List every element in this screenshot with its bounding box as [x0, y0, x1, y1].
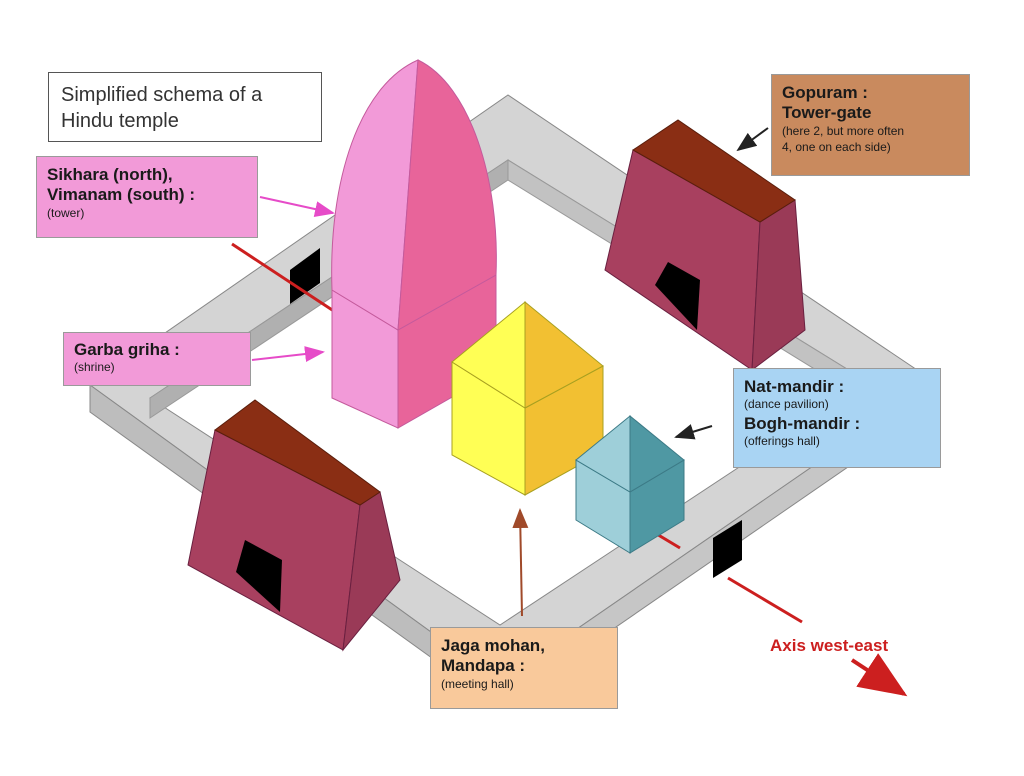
nat-mandir [575, 414, 685, 554]
gopuram-back [604, 119, 806, 372]
arrow-garba [251, 346, 325, 362]
axis-label: Axis west-east [770, 636, 889, 655]
jaga-line-2: Mandapa : [441, 656, 526, 676]
jaga-line-1: Jaga mohan, [441, 636, 545, 655]
label-sikhara: Sikhara (north), Vimanam (south) : (towe… [36, 156, 258, 238]
title-line-2: Hindu temple [61, 110, 179, 132]
label-nat-mandir: Nat-mandir : (dance pavilion) Bogh-mandi… [733, 368, 941, 468]
tower [331, 59, 497, 429]
garba-line-1: Garba griha : [74, 340, 180, 359]
wall-door-right [713, 520, 742, 578]
arrow-gopuram [736, 127, 769, 152]
diagram-title: Simplified schema of a Hindu temple [48, 72, 322, 142]
nat-line-1: Nat-mandir : [744, 377, 845, 396]
garba-note: (shrine) [74, 360, 115, 375]
nat-note-1: (dance pavilion) [744, 397, 829, 412]
gopuram-front-door [236, 540, 282, 612]
gopuram-note-2: 4, one on each side) [782, 140, 891, 155]
sikhara-line-2: Vimanam (south) : [47, 185, 195, 205]
gopuram-back-door [655, 262, 700, 330]
jaga-note: (meeting hall) [441, 676, 514, 691]
title-line-1: Simplified schema of a [61, 84, 263, 106]
label-garba-griha: Garba griha : (shrine) [63, 332, 251, 386]
sikhara-note: (tower) [47, 205, 85, 220]
gopuram-front [187, 399, 401, 652]
wall-door-left [290, 248, 320, 304]
arrow-nat [674, 424, 713, 440]
label-jaga-mohan: Jaga mohan, Mandapa : (meeting hall) [430, 627, 618, 709]
gopuram-line-2: Tower-gate [782, 103, 872, 123]
arrow-jaga [512, 508, 529, 617]
nat-line-2: Bogh-mandir : [744, 413, 861, 433]
gopuram-note-1: (here 2, but more often [782, 123, 905, 138]
gopuram-line-1: Gopuram : [782, 83, 868, 102]
nat-note-2: (offerings hall) [744, 434, 820, 449]
label-gopuram: Gopuram : Tower-gate (here 2, but more o… [771, 74, 970, 176]
sikhara-line-1: Sikhara (north), [47, 165, 173, 184]
arrow-sikhara [259, 196, 335, 217]
